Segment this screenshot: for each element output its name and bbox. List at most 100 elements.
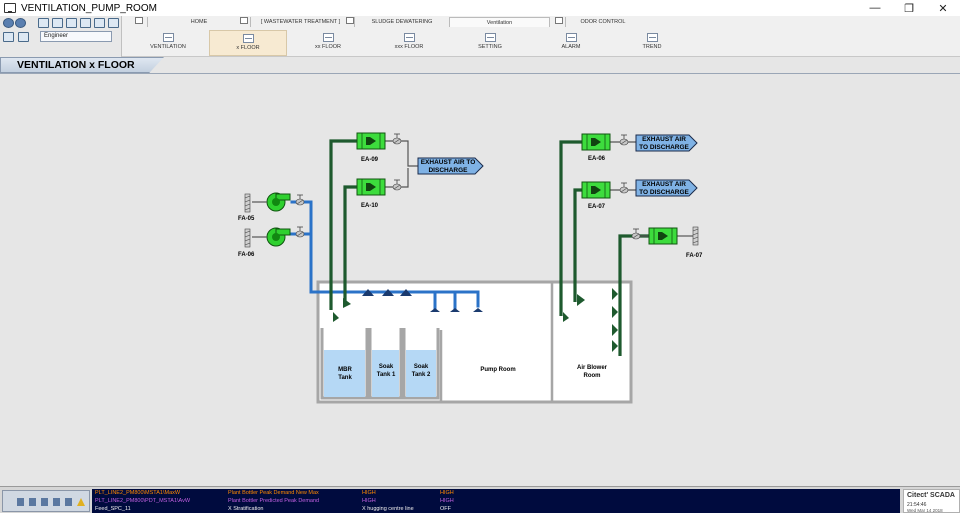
fan-label: EA-09 xyxy=(361,157,379,163)
soak-tank-1-water xyxy=(372,350,399,397)
alarm-filter-icon[interactable] xyxy=(53,498,60,506)
piping-schematic xyxy=(244,132,699,404)
help-icon[interactable] xyxy=(108,18,119,28)
tab-ventilation[interactable]: Ventilation xyxy=(449,17,550,27)
alarm-state: X hugging centre line xyxy=(362,506,414,512)
room-label-soak-tank-1: Soak Tank 1 xyxy=(376,364,396,378)
exhaust-label: EXHAUST AIR TO DISCHARGE xyxy=(639,181,689,196)
alarm-banner: PLT_LINE2_PM800\MSTA1\MaxW Plant Bottler… xyxy=(0,486,960,513)
alarm-state: HIGH xyxy=(362,498,376,504)
warning-icon[interactable] xyxy=(77,498,85,506)
page-right-icon[interactable] xyxy=(66,18,77,28)
alarm-row[interactable]: PLT_LINE2_PM800\PDT_MSTA1\AvW Plant Bott… xyxy=(92,497,900,505)
restore-button[interactable]: ❐ xyxy=(904,2,914,15)
toolbar-quick-access: Engineer xyxy=(0,16,122,57)
alarm-value: HIGH xyxy=(440,498,454,504)
user-field[interactable]: Engineer xyxy=(40,31,112,42)
page-up-icon[interactable] xyxy=(38,18,49,28)
exhaust-arrow-3 xyxy=(635,179,698,197)
fan-ea-07[interactable] xyxy=(581,181,611,199)
ventilation-diagram: EXHAUST AIR TO DISCHARGE EXHAUST AIR TO … xyxy=(0,74,960,486)
minimize-button[interactable]: — xyxy=(869,2,881,14)
citect-brand: Citect' SCADA 21:54:46 Wed Mar 14 2018 xyxy=(903,489,960,513)
title-bar: VENTILATION_PUMP_ROOM — ❐ ✕ xyxy=(0,0,960,16)
room-label-air-blower-room: Air Blower Room xyxy=(576,365,607,379)
page-title-banner: VENTILATION x FLOOR xyxy=(0,57,164,73)
clock-date: Wed Mar 14 2018 xyxy=(907,508,943,513)
window-controls: — ❐ ✕ xyxy=(858,0,960,16)
alarm-silence-icon[interactable] xyxy=(41,498,48,506)
room-label-pump-room: Pump Room xyxy=(480,367,516,373)
print-icon[interactable] xyxy=(94,18,105,28)
fan-label: FA-05 xyxy=(238,216,255,222)
home-icon[interactable] xyxy=(80,18,91,28)
subtab-alarm[interactable]: ALARM xyxy=(531,30,611,56)
back-icon[interactable] xyxy=(3,18,14,28)
alarm-list-icon[interactable] xyxy=(17,498,24,506)
user-icon[interactable] xyxy=(3,32,14,42)
subtab-setting[interactable]: SETTING xyxy=(450,30,530,56)
sub-nav-tabs: VENTILATION x FLOOR xx FLOOR xxx FLOOR S… xyxy=(122,28,960,57)
subtab-x-floor[interactable]: x FLOOR xyxy=(209,30,287,56)
forward-icon[interactable] xyxy=(15,18,26,28)
fan-fa-05[interactable] xyxy=(266,192,291,212)
toolbar: Engineer HOME [ WASTEWATER TREATMENT ] S… xyxy=(0,16,960,57)
tab-odor-control[interactable]: ODOR CONTROL xyxy=(565,17,640,27)
subtab-label: xx FLOOR xyxy=(315,44,341,50)
alarm-toolbar xyxy=(2,490,90,512)
alarm-row[interactable]: Feed_SPC_11 X Stratification X hugging c… xyxy=(92,505,900,513)
page-title: VENTILATION x FLOOR xyxy=(17,59,135,71)
fan-ea-09[interactable] xyxy=(356,132,386,150)
window-title: VENTILATION_PUMP_ROOM xyxy=(21,2,157,14)
subtab-label: TREND xyxy=(642,44,662,50)
soak-tank-2-water xyxy=(406,350,436,397)
page-icon xyxy=(322,33,334,42)
page-icon xyxy=(646,33,658,42)
subtab-ventilation[interactable]: VENTILATION xyxy=(128,30,208,56)
alarm-tag: Feed_SPC_11 xyxy=(95,506,131,512)
alarm-row[interactable]: PLT_LINE2_PM800\MSTA1\MaxW Plant Bottler… xyxy=(92,489,900,497)
fan-label: FA-06 xyxy=(238,252,255,258)
alarm-ack-icon[interactable] xyxy=(29,498,36,506)
tab-home[interactable]: HOME xyxy=(147,17,250,27)
supply-air-duct xyxy=(290,200,480,312)
alarm-summary-icon[interactable] xyxy=(65,498,72,506)
fan-label: FA-07 xyxy=(686,253,703,259)
page-icon xyxy=(484,33,496,42)
tab-icon xyxy=(240,17,248,24)
fan-ea-06[interactable] xyxy=(581,133,611,151)
tab-sludge-dewatering[interactable]: SLUDGE DEWATERING xyxy=(354,17,449,27)
fan-fa-07[interactable] xyxy=(648,227,678,245)
mbr-tank-water xyxy=(324,350,365,397)
alarm-tag: PLT_LINE2_PM800\MSTA1\MaxW xyxy=(95,490,181,496)
fan-fa-06[interactable] xyxy=(266,227,291,247)
room-label-mbr-tank: MBR Tank xyxy=(338,367,352,381)
alarm-list[interactable]: PLT_LINE2_PM800\MSTA1\MaxW Plant Bottler… xyxy=(92,489,900,513)
fan-label: EA-10 xyxy=(361,203,379,209)
login-icon[interactable] xyxy=(18,32,29,42)
exhaust-arrow-2 xyxy=(635,134,698,152)
top-nav-tabs: HOME [ WASTEWATER TREATMENT ] SLUDGE DEW… xyxy=(122,16,960,27)
fan-ea-10[interactable] xyxy=(356,178,386,196)
monitor-icon xyxy=(4,3,16,13)
subtab-label: x FLOOR xyxy=(236,45,260,51)
brand-name: Citect' SCADA xyxy=(907,492,955,499)
subtab-label: VENTILATION xyxy=(150,44,186,50)
alarm-value: HIGH xyxy=(440,490,454,496)
tab-wastewater-treatment[interactable]: [ WASTEWATER TREATMENT ] xyxy=(250,17,350,27)
alarm-value: OFF xyxy=(440,506,451,512)
fan-label: EA-07 xyxy=(588,204,606,210)
tab-icon xyxy=(135,17,143,24)
page-left-icon[interactable] xyxy=(52,18,63,28)
subtab-trend[interactable]: TREND xyxy=(612,30,692,56)
subtab-xxx-floor[interactable]: xxx FLOOR xyxy=(369,30,449,56)
subtab-xx-floor[interactable]: xx FLOOR xyxy=(288,30,368,56)
exhaust-label: EXHAUST AIR TO DISCHARGE xyxy=(639,136,689,151)
fan-label: EA-06 xyxy=(588,156,606,162)
alarm-description: Plant Bottler Predicted Peak Demand xyxy=(228,498,320,504)
close-button[interactable]: ✕ xyxy=(938,2,948,15)
page-icon xyxy=(242,34,254,43)
page-icon xyxy=(162,33,174,42)
exhaust-arrow-1 xyxy=(417,157,484,175)
